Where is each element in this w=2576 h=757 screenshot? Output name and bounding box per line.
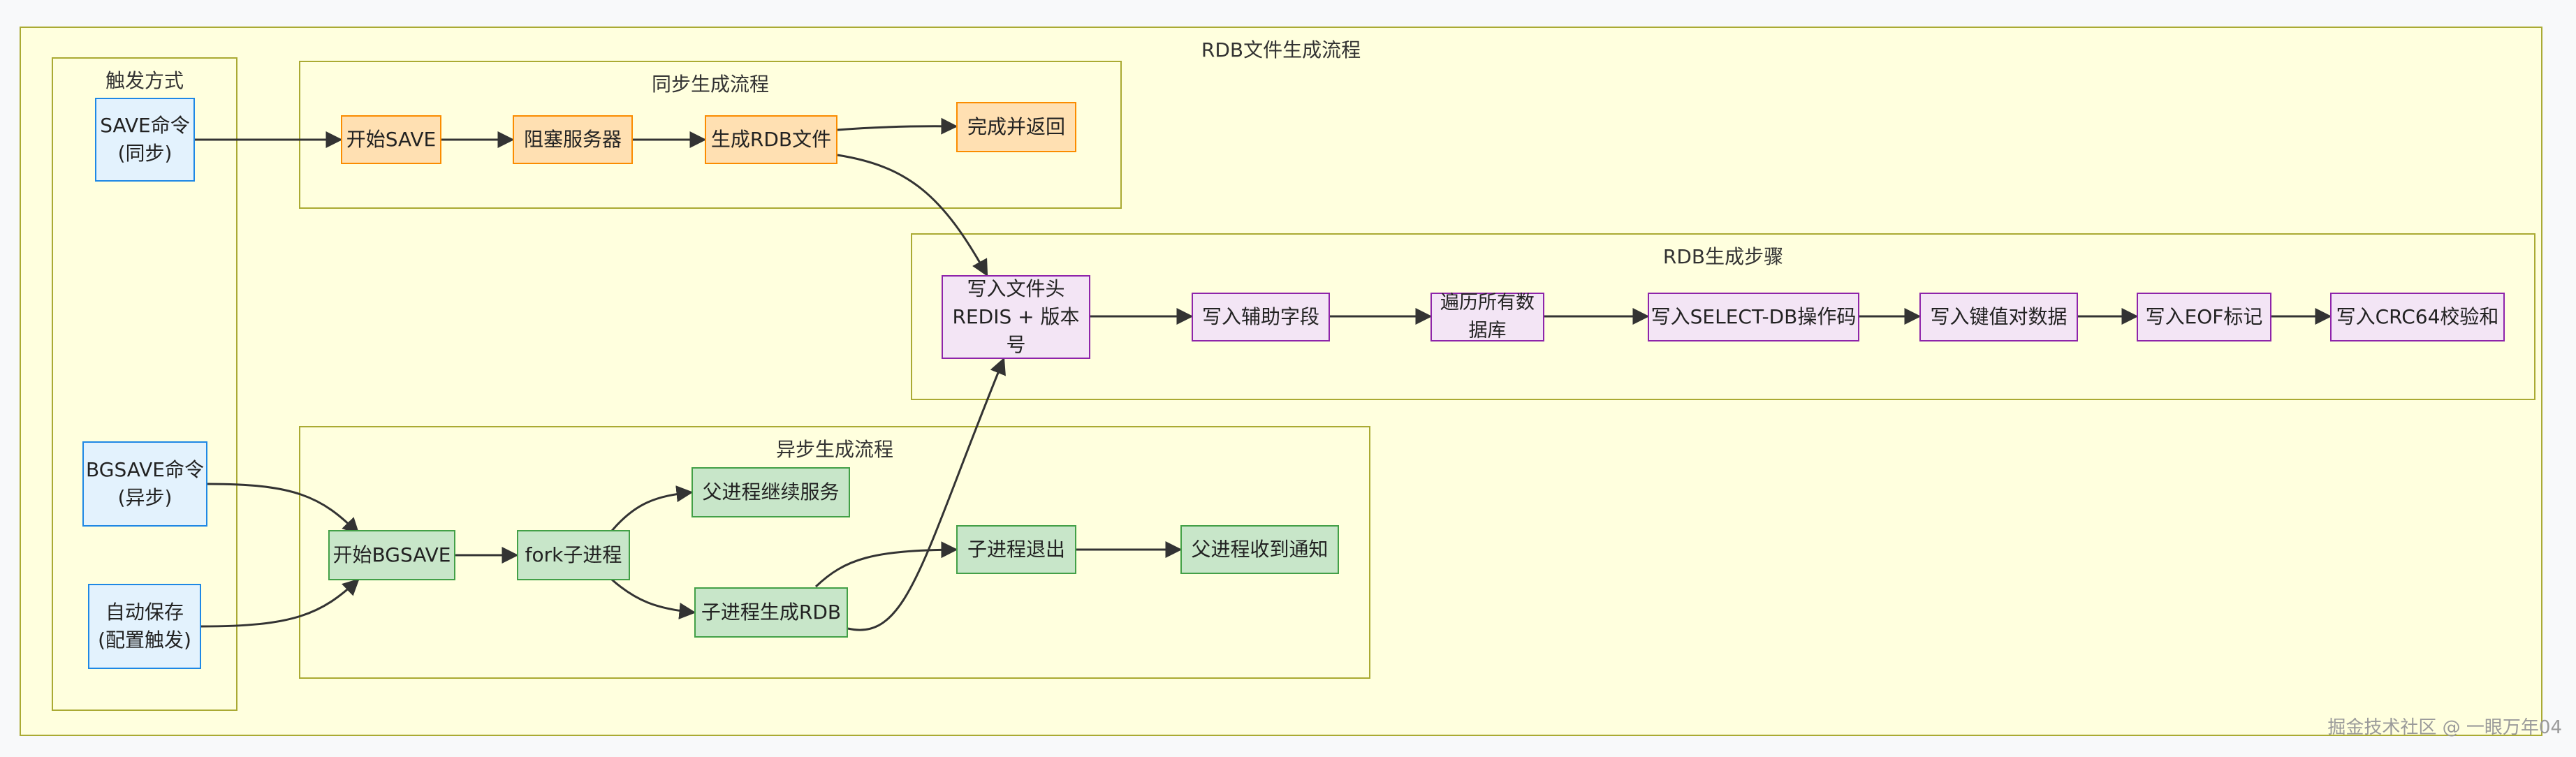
node-write-kv: 写入键值对数据 [1919, 293, 2078, 341]
node-write-selectdb: 写入SELECT-DB操作码 [1648, 293, 1859, 341]
edge-bgsave-to-start [207, 483, 360, 535]
node-child-generate-rdb-label: 子进程生成RDB [701, 601, 842, 624]
node-parent-notified-label: 父进程收到通知 [1191, 538, 1329, 561]
node-parent-continue: 父进程继续服务 [691, 467, 850, 517]
node-block-server: 阻塞服务器 [513, 115, 633, 164]
node-start-bgsave-label: 开始BGSAVE [332, 543, 451, 566]
node-parent-continue-label: 父进程继续服务 [702, 480, 840, 504]
cluster-title-rdb-flow: RDB文件生成流程 [1201, 38, 1361, 61]
node-write-header-line2: REDIS + 版本号 [952, 305, 1080, 356]
node-write-header-line1: 写入文件头 [967, 277, 1065, 300]
edge-fork-to-child [611, 578, 696, 619]
cluster-title-steps: RDB生成步骤 [1662, 245, 1784, 268]
edge-gen-to-done [837, 117, 958, 135]
node-save-command-line1: SAVE命令 [100, 114, 190, 137]
node-bgsave-command-line1: BGSAVE命令 [86, 458, 204, 481]
node-write-eof-label: 写入EOF标记 [2145, 305, 2263, 328]
edge-auto-to-start [200, 578, 360, 628]
node-child-exit: 子进程退出 [956, 525, 1076, 574]
node-start-bgsave: 开始BGSAVE [328, 530, 455, 580]
node-iterate-db: 遍历所有数据库 [1430, 292, 1544, 341]
node-write-selectdb-label: 写入SELECT-DB操作码 [1651, 305, 1857, 328]
node-generate-rdb-label: 生成RDB文件 [710, 128, 832, 151]
node-write-aux: 写入辅助字段 [1192, 293, 1330, 341]
node-child-exit-label: 子进程退出 [967, 538, 1065, 561]
node-done-return-label: 完成并返回 [967, 115, 1065, 138]
cluster-title-sync: 同步生成流程 [651, 73, 769, 96]
node-bgsave-command: BGSAVE命令 (异步) [82, 441, 207, 527]
node-bgsave-command-line2: (异步) [117, 486, 173, 509]
node-parent-notified: 父进程收到通知 [1180, 525, 1339, 574]
cluster-title-trigger: 触发方式 [105, 69, 184, 92]
node-write-crc-label: 写入CRC64校验和 [2336, 305, 2499, 328]
node-iterate-db-label: 遍历所有数据库 [1440, 292, 1535, 341]
node-fork-child: fork子进程 [517, 530, 630, 580]
node-fork-child-label: fork子进程 [525, 543, 622, 566]
node-auto-save: 自动保存 (配置触发) [88, 584, 201, 669]
edge-child-to-exit [814, 541, 958, 588]
node-done-return: 完成并返回 [956, 102, 1076, 152]
node-write-kv-label: 写入键值对数据 [1930, 305, 2068, 328]
node-block-server-label: 阻塞服务器 [523, 128, 622, 151]
node-write-aux-label: 写入辅助字段 [1201, 305, 1319, 328]
node-start-save: 开始SAVE [341, 115, 441, 164]
node-auto-save-line1: 自动保存 [105, 601, 184, 624]
node-save-command-line2: (同步) [117, 142, 173, 165]
node-write-eof: 写入EOF标记 [2137, 293, 2271, 341]
node-write-crc: 写入CRC64校验和 [2330, 293, 2505, 341]
node-write-header: 写入文件头 REDIS + 版本号 [942, 275, 1090, 359]
node-child-generate-rdb: 子进程生成RDB [694, 587, 848, 638]
node-start-save-label: 开始SAVE [346, 128, 437, 151]
edge-child-to-header [847, 357, 1006, 631]
edge-gen-to-header [837, 154, 988, 277]
node-generate-rdb: 生成RDB文件 [705, 115, 837, 164]
edge-fork-to-parent [610, 485, 694, 531]
cluster-title-async: 异步生成流程 [775, 438, 893, 461]
watermark: 掘金技术社区 @ 一眼万年04 [2327, 717, 2562, 738]
node-save-command: SAVE命令 (同步) [95, 98, 195, 182]
node-auto-save-line2: (配置触发) [98, 629, 191, 652]
